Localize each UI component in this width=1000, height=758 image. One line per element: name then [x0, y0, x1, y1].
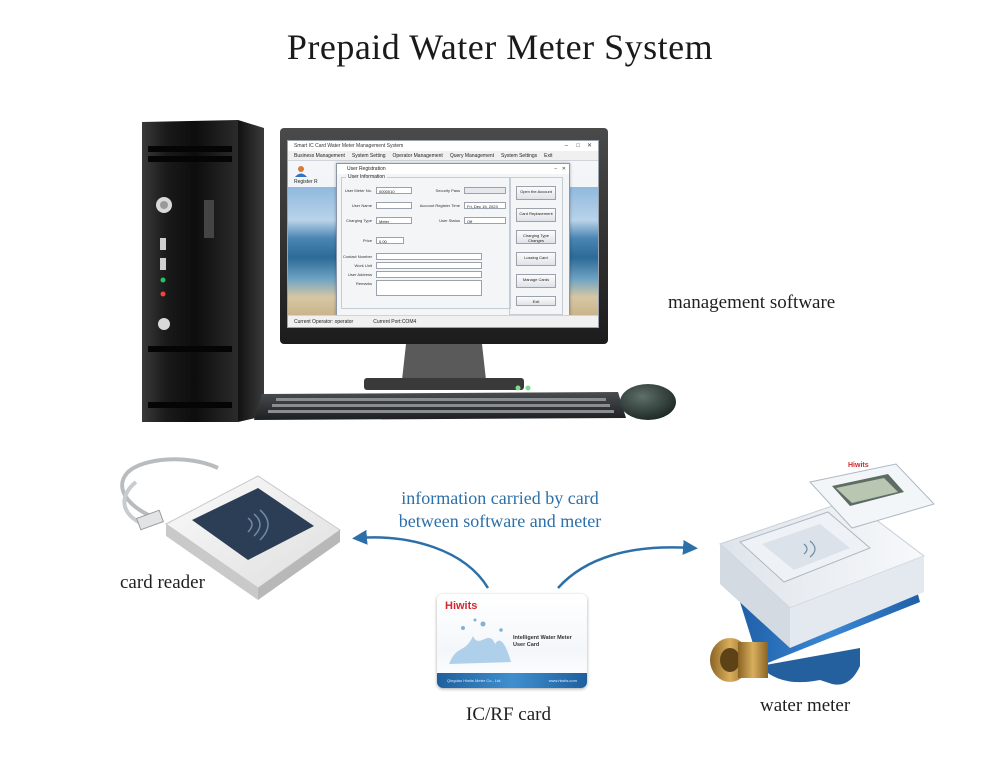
card-website: www.hiwits.com — [548, 678, 577, 683]
user-registration-dialog: User Registration – ✕ User Information U… — [336, 163, 570, 317]
menu-system-setting[interactable]: System Setting — [351, 153, 386, 159]
remarks-label: Remarks — [355, 281, 372, 286]
software-window: Smart IC Card Water Meter Management Sys… — [287, 140, 599, 328]
info-line-2: between software and meter — [398, 511, 602, 531]
user-name-label: User Name — [351, 203, 372, 208]
maximize-icon[interactable]: □ — [576, 143, 580, 149]
address-field[interactable] — [376, 271, 482, 278]
diagram-title: Prepaid Water Meter System — [286, 27, 714, 67]
account-time-label: Account Register Time — [419, 203, 460, 208]
meter-no-label: User Meter No. — [344, 188, 372, 193]
mouse — [620, 384, 676, 420]
register-toolbar[interactable]: Register R — [294, 165, 334, 185]
group-label: User Information — [346, 174, 387, 180]
management-software-label: management software — [668, 292, 836, 313]
charging-type-changes-button[interactable]: Charging Type Changes — [516, 230, 556, 244]
card-reader-label: card reader — [120, 572, 205, 593]
water-meter-label: water meter — [760, 695, 851, 716]
dialog-title: User Registration — [337, 164, 569, 174]
status-operator: Current Operator: operator — [294, 319, 354, 325]
dialog-close-icon[interactable]: ✕ — [561, 166, 566, 172]
register-label: Register R — [294, 179, 318, 185]
pc-tower — [142, 120, 264, 422]
dialog-button-panel: Open the Account Card Replacement Chargi… — [509, 177, 563, 315]
card-name-line-2: User Card — [513, 642, 540, 648]
contact-field[interactable] — [376, 253, 482, 260]
status-bar: Current Operator: operator Current Port:… — [288, 315, 598, 327]
work-unit-label: Work Unit — [354, 263, 372, 268]
card-reader-illustration — [120, 457, 341, 600]
water-meter-illustration — [710, 463, 935, 685]
card-footer: Qingdao Hiwits Meter Co., Ltd. www.hiwit… — [437, 673, 587, 688]
info-line-1: information carried by card — [401, 488, 599, 508]
security-pass-field[interactable] — [464, 187, 506, 194]
arrow-to-meter — [557, 539, 698, 589]
dialog-minimize-icon[interactable]: – — [554, 166, 557, 172]
card-company: Qingdao Hiwits Meter Co., Ltd. — [447, 678, 502, 683]
user-information-group: User Information User Meter No. 0000010 … — [341, 174, 511, 309]
price-label: Price — [362, 238, 372, 243]
meter-brand-logo: Hiwits — [848, 462, 869, 469]
manage-cards-button[interactable]: Manage Cards — [516, 274, 556, 288]
keyboard — [254, 385, 626, 420]
card-replacement-button[interactable]: Card Replacement — [516, 208, 556, 222]
card-name-line-1: Intelligent Water Meter — [513, 635, 572, 641]
contact-label: Contact Number — [342, 254, 372, 259]
information-caption: information carried by card between soft… — [370, 487, 630, 533]
dialog-exit-button[interactable]: Exit — [516, 296, 556, 306]
menu-business[interactable]: Business Management — [294, 153, 345, 159]
charging-type-label: Charging Type — [346, 218, 372, 223]
user-icon — [295, 166, 307, 177]
minimize-icon[interactable]: – — [564, 143, 568, 149]
window-title: Smart IC Card Water Meter Management Sys… — [288, 141, 598, 151]
charging-type-select[interactable]: Meter — [376, 217, 412, 224]
status-port: Current Port:COM4 — [373, 319, 417, 325]
meter-no-field[interactable]: 0000010 — [376, 187, 412, 194]
lossing-card-button[interactable]: Lossing Card — [516, 252, 556, 266]
user-status-label: User Status — [439, 218, 460, 223]
open-account-button[interactable]: Open the Account — [516, 186, 556, 200]
card-name: Intelligent Water Meter User Card — [513, 635, 583, 649]
work-unit-field[interactable] — [376, 262, 482, 269]
menu-exit[interactable]: Exit — [544, 153, 553, 159]
menu-operator[interactable]: Operator Management — [392, 153, 443, 159]
ic-rf-card-label: IC/RF card — [466, 704, 551, 725]
close-icon[interactable]: ✕ — [586, 143, 592, 149]
ic-rf-card: Hiwits Intelligent Water Meter User Card… — [437, 594, 587, 688]
water-splash-icon — [449, 618, 511, 664]
security-pass-label: Security Pass — [435, 188, 460, 193]
menu-query[interactable]: Query Management — [449, 153, 495, 159]
price-field[interactable]: 0.00 — [376, 237, 404, 244]
data-flow-arrows — [352, 529, 698, 589]
account-time-field[interactable]: Fri, Dec 15, 2023 — [464, 202, 506, 209]
user-status-select[interactable]: Off — [464, 217, 506, 224]
menu-bar: Business Management System Setting Opera… — [288, 151, 598, 161]
arrow-to-reader — [352, 529, 490, 589]
user-name-field[interactable] — [376, 202, 412, 209]
card-brand-logo: Hiwits — [445, 600, 478, 612]
address-label: User Address — [347, 272, 372, 277]
remarks-field[interactable] — [376, 280, 482, 296]
menu-system-settings[interactable]: System Settings — [501, 153, 538, 159]
